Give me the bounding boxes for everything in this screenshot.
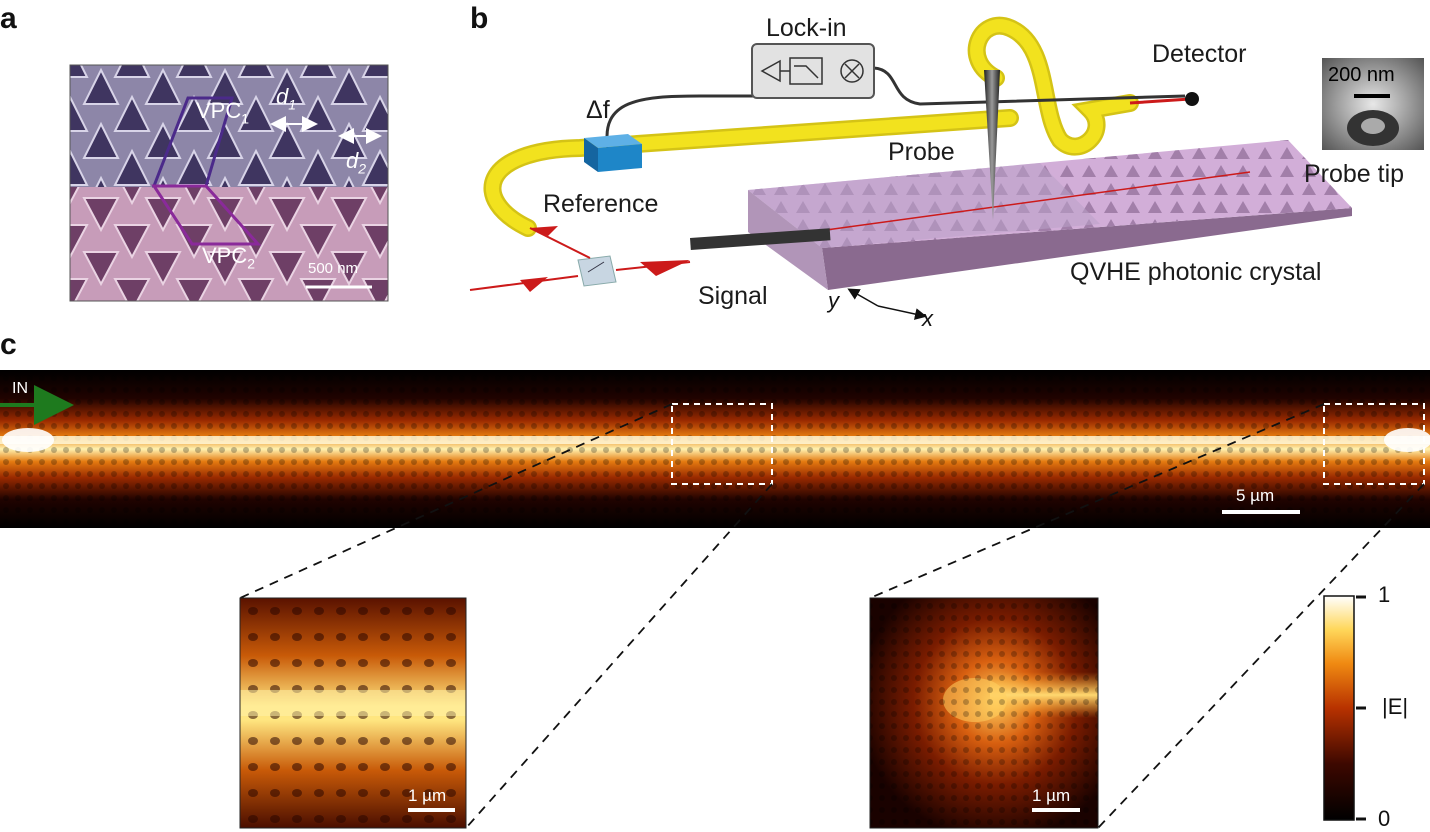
panel-a-letter: a	[0, 2, 17, 35]
field-map-zoom-2	[869, 597, 1099, 829]
label-delta-f: Δf	[586, 96, 610, 124]
colorbar-min: 0	[1378, 806, 1391, 831]
reference-beam	[529, 227, 591, 259]
lockin-amplifier	[751, 43, 875, 99]
label-crystal: QVHE photonic crystal	[1070, 258, 1322, 286]
field-map-zoom-1	[239, 597, 467, 829]
zoom-connectors	[239, 403, 1425, 829]
probe-light-red	[1129, 97, 1191, 105]
label-d2: d2	[346, 148, 367, 177]
reference-wire	[605, 86, 862, 149]
detector-icon	[1185, 92, 1199, 106]
label-lockin: Lock-in	[766, 14, 847, 42]
vpc2-unit-cell	[151, 184, 262, 246]
input-waveguide	[690, 228, 831, 250]
panel-c-letter: c	[0, 328, 17, 361]
colorbar-max: 1	[1378, 582, 1391, 607]
label-d1: d1	[276, 84, 297, 113]
label-reference: Reference	[543, 190, 659, 218]
probe-tip-sem-image	[1322, 58, 1424, 150]
beam-splitter	[577, 255, 617, 287]
label-in: IN	[12, 380, 28, 397]
frequency-shifter	[584, 134, 642, 172]
colorbar-label: |E|	[1382, 694, 1409, 719]
label-scalebar-zoom-1: 1 µm	[408, 786, 447, 805]
colorbar	[1323, 595, 1366, 821]
label-signal: Signal	[698, 282, 768, 310]
sem-image-panel-a	[69, 64, 389, 302]
label-probe-tip: Probe tip	[1304, 160, 1405, 188]
scalebar-label-500nm: 500 nm	[308, 260, 359, 277]
field-map-main	[0, 370, 1430, 528]
zoom-box-2	[1323, 403, 1425, 485]
probe-tip-cone	[984, 70, 1000, 220]
label-detector: Detector	[1152, 40, 1247, 68]
label-probe: Probe	[888, 138, 955, 166]
zoom-box-1	[671, 403, 773, 485]
photonic-crystal-slab	[748, 140, 1352, 290]
label-axis-y: y	[828, 288, 839, 313]
detector-wire	[873, 66, 1186, 106]
label-axis-x: x	[922, 306, 933, 331]
label-scalebar-main: 5 µm	[1236, 486, 1275, 505]
waveguide-interface	[825, 171, 1251, 231]
label-tip-scalebar: 200 nm	[1328, 64, 1395, 86]
label-vpc1: VPC1	[196, 98, 250, 127]
label-scalebar-zoom-2: 1 µm	[1032, 786, 1071, 805]
xy-axes	[847, 288, 927, 320]
panel-b-letter: b	[470, 2, 489, 35]
label-vpc2: VPC2	[202, 243, 256, 272]
